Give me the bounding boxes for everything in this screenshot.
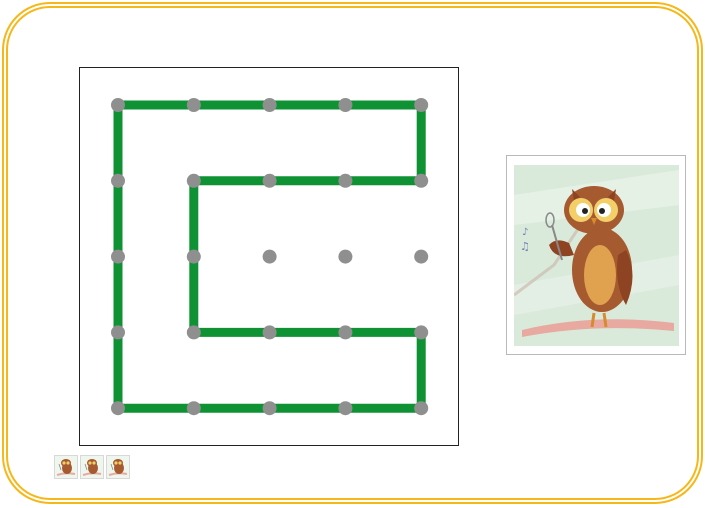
peg-r2-c1[interactable] (187, 250, 201, 264)
svg-text:♪: ♪ (522, 227, 528, 238)
peg-r2-c2[interactable] (263, 250, 277, 264)
peg-r4-c4[interactable] (414, 401, 428, 415)
geoboard[interactable] (79, 67, 459, 446)
peg-r4-c0[interactable] (111, 401, 125, 415)
peg-r3-c1[interactable] (187, 325, 201, 339)
peg-r0-c2[interactable] (263, 98, 277, 112)
peg-r2-c4[interactable] (414, 250, 428, 264)
peg-r4-c1[interactable] (187, 401, 201, 415)
peg-r1-c3[interactable] (338, 174, 352, 188)
peg-r3-c3[interactable] (338, 325, 352, 339)
owl-thumbnail-icon (106, 455, 130, 479)
peg-r4-c3[interactable] (338, 401, 352, 415)
geoboard-canvas[interactable] (80, 68, 457, 444)
peg-r0-c4[interactable] (414, 98, 428, 112)
lives-indicator (54, 455, 130, 479)
peg-r3-c2[interactable] (263, 325, 277, 339)
peg-r1-c1[interactable] (187, 174, 201, 188)
owl-thumbnail-icon (80, 455, 104, 479)
peg-r0-c1[interactable] (187, 98, 201, 112)
owl-thumbnail-icon (54, 455, 78, 479)
peg-r2-c3[interactable] (338, 250, 352, 264)
peg-r3-c4[interactable] (414, 325, 428, 339)
peg-r0-c0[interactable] (111, 98, 125, 112)
owl-drawing-icon: ♪ ♫ (514, 165, 679, 346)
peg-r3-c0[interactable] (111, 325, 125, 339)
peg-r2-c0[interactable] (111, 250, 125, 264)
svg-text:♫: ♫ (520, 240, 530, 253)
peg-r1-c2[interactable] (263, 174, 277, 188)
peg-r1-c4[interactable] (414, 174, 428, 188)
owl-card: ♪ ♫ (506, 155, 686, 355)
peg-r0-c3[interactable] (338, 98, 352, 112)
peg-r1-c0[interactable] (111, 174, 125, 188)
peg-r4-c2[interactable] (263, 401, 277, 415)
